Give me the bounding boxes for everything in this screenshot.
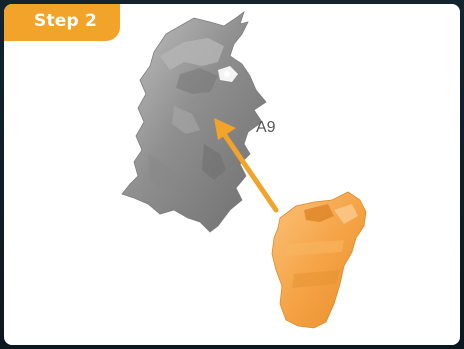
step-panel: A9 Step 2 <box>4 4 460 345</box>
step-badge: Step 2 <box>4 4 120 41</box>
orange-implant-piece <box>272 192 366 328</box>
assembly-diagram <box>4 4 460 345</box>
gray-bone-fragment <box>122 12 266 232</box>
step-label: Step 2 <box>34 11 97 31</box>
callout-label: A9 <box>256 119 276 137</box>
